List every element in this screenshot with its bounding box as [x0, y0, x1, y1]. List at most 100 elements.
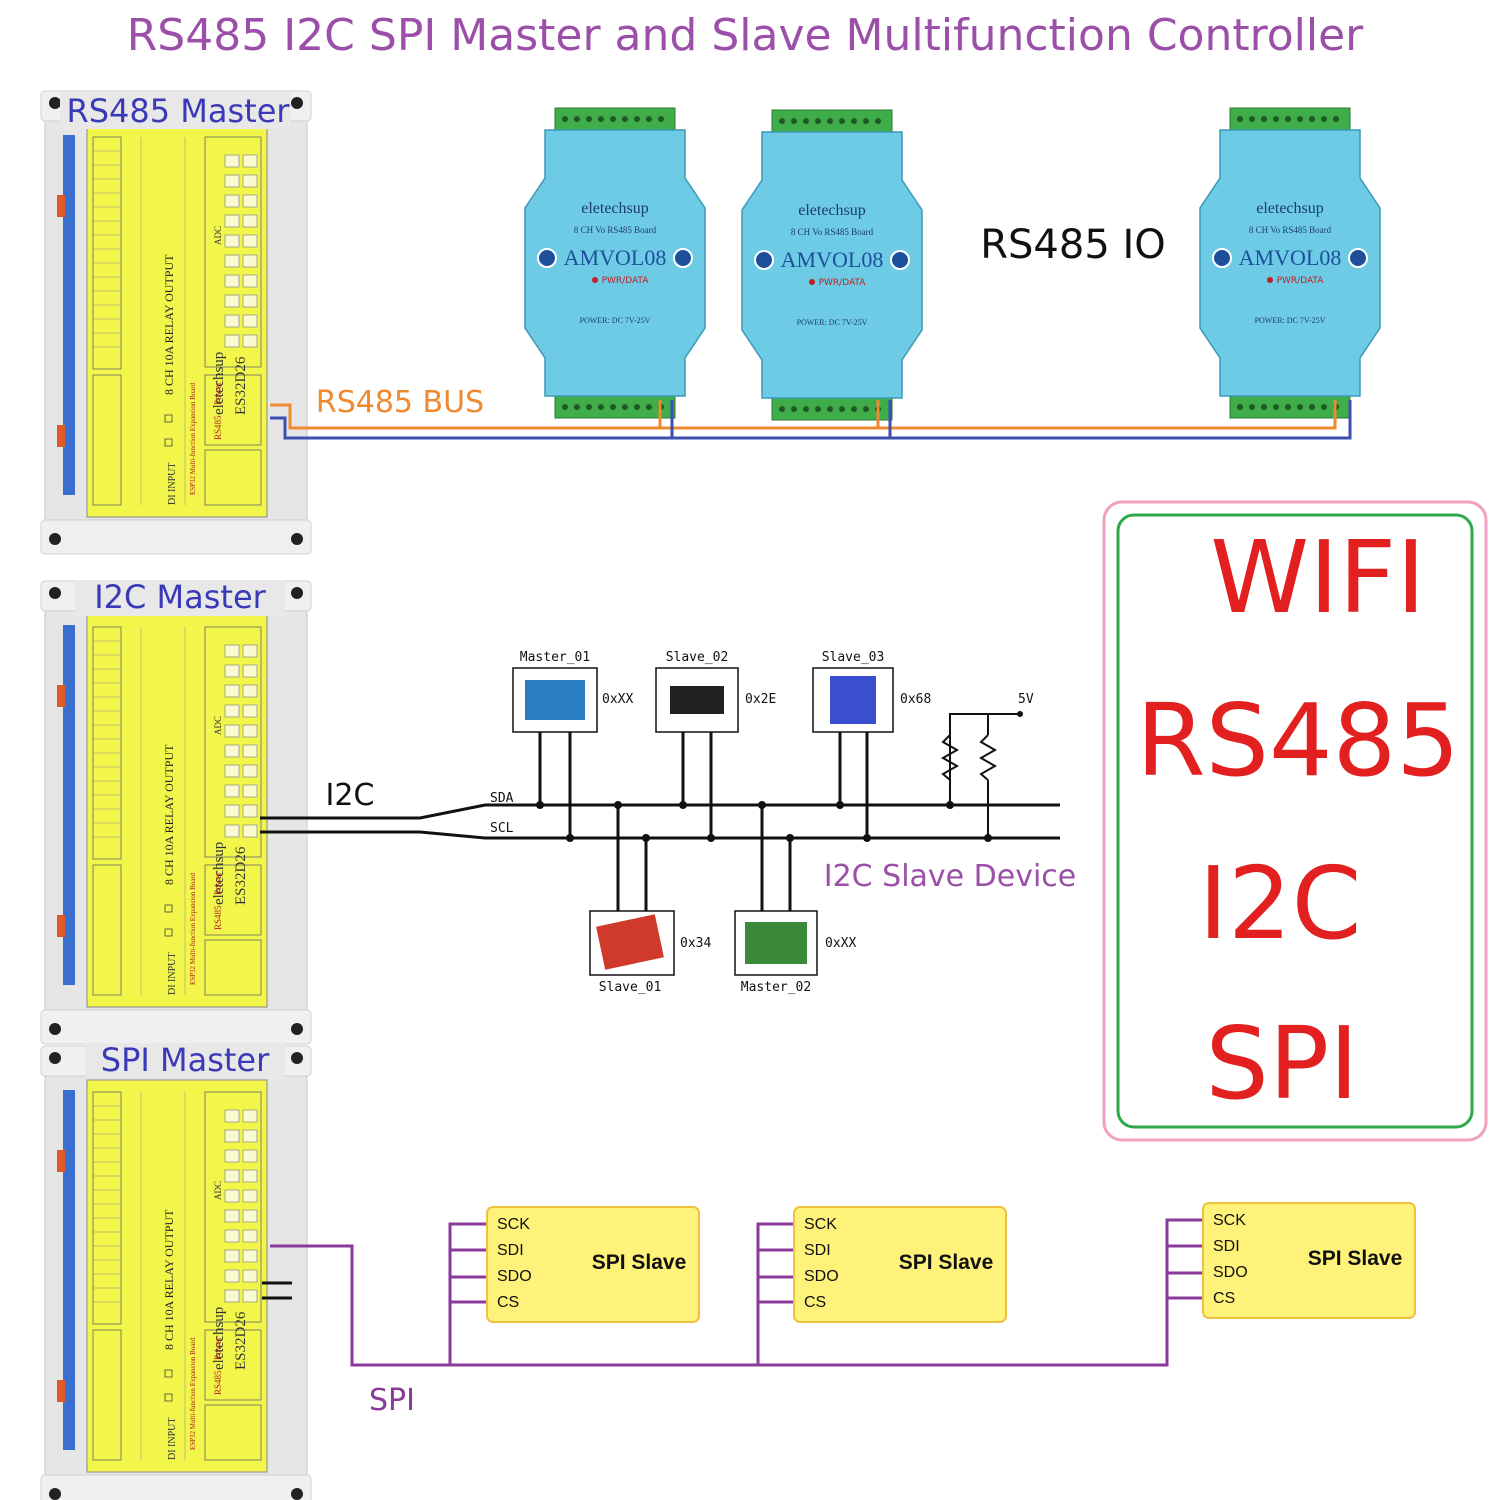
relay-board-name: 8 CH 10A RELAY OUTPUT — [162, 1209, 176, 1350]
feature-frame-outer — [1102, 500, 1488, 1142]
io-module-power: POWER: DC 7V-25V — [1255, 316, 1326, 325]
device-addr: 0xXX — [825, 936, 856, 951]
io-module-model: AMVOL08 — [1239, 245, 1342, 270]
device-addr: 0x34 — [680, 936, 711, 951]
i2c-device-master-02: 0xXX Master_02 — [734, 805, 856, 995]
relay-board-sub: ESP32 Multi-function Expansion Board — [189, 872, 197, 985]
io-module-model: AMVOL08 — [564, 245, 667, 270]
spi-pin-sdo: SDO — [497, 1268, 532, 1285]
spi-slave-2: SCK SDI SDO CS SPI Slave — [793, 1206, 1007, 1323]
feature-wifi: WIFI — [1210, 519, 1425, 636]
spi-pin-sck: SCK — [804, 1216, 837, 1233]
junction-dot — [984, 834, 992, 842]
io-module-led: PWR/DATA — [819, 278, 867, 288]
relay-board-brand: eletechsup — [211, 352, 227, 415]
rs485-master-board: eletechsup ES32D26 8 CH 10A RELAY OUTPUT… — [40, 90, 312, 555]
relay-board-rs485: RS485 — [213, 905, 223, 930]
io-module-desc: 8 CH Vo RS485 Board — [574, 225, 657, 235]
io-module-led: PWR/DATA — [1277, 276, 1325, 286]
label-bg — [85, 1043, 285, 1079]
i2c-device-slave-03: Slave_03 0x68 — [812, 650, 931, 838]
relay-board-model: ES32D26 — [233, 1311, 249, 1370]
spi-pin-sck: SCK — [1213, 1212, 1246, 1229]
relay-board-model: ES32D26 — [233, 846, 249, 905]
i2c-bus — [260, 803, 1060, 840]
label-bg — [75, 580, 285, 616]
device-addr: 0x68 — [900, 692, 931, 707]
relay-board-adc: ADC — [213, 716, 223, 735]
io-module-power: POWER: DC 7V-25V — [580, 316, 651, 325]
spi-pin-sck: SCK — [497, 1216, 530, 1233]
spi-pin-sdo: SDO — [1213, 1264, 1248, 1281]
i2c-label: I2C — [326, 778, 375, 813]
io-module-brand: eletechsup — [1256, 200, 1324, 217]
spi-pin-sdo: SDO — [804, 1268, 839, 1285]
spi-pin-cs: CS — [804, 1294, 826, 1311]
i2c-vcc-label: 5V — [1018, 692, 1034, 707]
io-module-brand: eletechsup — [581, 200, 649, 217]
feature-frame-inner — [1116, 513, 1474, 1129]
relay-board-rs485: RS485 — [213, 415, 223, 440]
i2c-pullup-resistors — [940, 713, 1020, 838]
relay-board-power: Power — [213, 872, 223, 895]
i2c-master-label: I2C Master — [94, 578, 266, 616]
spi-label: SPI — [369, 1383, 415, 1418]
device-name: Slave_02 — [666, 650, 729, 665]
spi-slave-title: SPI Slave — [1308, 1247, 1403, 1270]
device-name: Slave_03 — [822, 650, 885, 665]
io-module-desc: 8 CH Vo RS485 Board — [1249, 225, 1332, 235]
rs485-io-label: RS485 IO — [980, 222, 1166, 268]
rs485-master-label: RS485 Master — [66, 92, 290, 130]
label-bg — [60, 93, 290, 129]
relay-board-brand: eletechsup — [211, 1307, 227, 1370]
io-module-power: POWER: DC 7V-25V — [797, 318, 868, 327]
spi-pin-cs: CS — [1213, 1290, 1235, 1307]
spi-pin-sdi: SDI — [1213, 1238, 1240, 1255]
i2c-scl-label: SCL — [490, 821, 514, 836]
i2c-slave-device-label: I2C Slave Device — [824, 859, 1077, 894]
i2c-device-master-01: Master_01 0xXX — [512, 650, 633, 838]
relay-board-brand: eletechsup — [211, 842, 227, 905]
io-module-led: PWR/DATA — [602, 276, 650, 286]
relay-board-name: 8 CH 10A RELAY OUTPUT — [162, 744, 176, 885]
relay-board-input: DI INPUT — [167, 953, 178, 996]
spi-pin-sdi: SDI — [497, 1242, 524, 1259]
spi-pin-sdi: SDI — [804, 1242, 831, 1259]
relay-board-sub: ESP32 Multi-function Expansion Board — [189, 1337, 197, 1450]
device-addr: 0x2E — [745, 692, 776, 707]
i2c-sda-label: SDA — [490, 791, 514, 806]
io-module-3: eletechsup 8 CH Vo RS485 Board AMVOL08 P… — [1199, 107, 1381, 419]
device-addr: 0xXX — [602, 692, 633, 707]
spi-pin-cs: CS — [497, 1294, 519, 1311]
relay-board-name: 8 CH 10A RELAY OUTPUT — [162, 254, 176, 395]
relay-board-power: Power — [213, 382, 223, 405]
rs485-bus — [270, 400, 1352, 440]
spi-master-pins — [262, 1281, 292, 1300]
io-module-2: eletechsup 8 CH Vo RS485 Board AMVOL08 P… — [741, 109, 923, 421]
relay-board-model: ES32D26 — [233, 356, 249, 415]
spi-slave-1: SCK SDI SDO CS SPI Slave — [486, 1206, 700, 1323]
device-name: Master_02 — [741, 980, 811, 995]
i2c-junctions — [536, 801, 871, 842]
feature-rs485: RS485 — [1136, 682, 1460, 799]
rs485-bus-label: RS485 BUS — [316, 385, 484, 420]
spi-slave-title: SPI Slave — [899, 1251, 994, 1274]
relay-board-input: DI INPUT — [167, 463, 178, 506]
spi-master-board: eletechsup ES32D26 8 CH 10A RELAY OUTPUT… — [40, 1045, 312, 1500]
i2c-device-slave-01: 0x34 Slave_01 — [589, 805, 711, 995]
io-module-model: AMVOL08 — [781, 247, 884, 272]
spi-slave-3: SCK SDI SDO CS SPI Slave — [1202, 1202, 1416, 1319]
i2c-device-slave-02: Slave_02 0x2E — [655, 650, 776, 838]
relay-board-adc: ADC — [213, 226, 223, 245]
spi-master-label: SPI Master — [101, 1041, 270, 1079]
spi-bus — [270, 1218, 1203, 1367]
spi-slave-title: SPI Slave — [592, 1251, 687, 1274]
feature-i2c: I2C — [1199, 845, 1362, 962]
feature-spi: SPI — [1205, 1005, 1358, 1122]
device-name: Master_01 — [520, 650, 590, 665]
io-module-desc: 8 CH Vo RS485 Board — [791, 227, 874, 237]
relay-board-power: Power — [213, 1337, 223, 1360]
i2c-master-board: eletechsup ES32D26 8 CH 10A RELAY OUTPUT… — [40, 580, 312, 1045]
junction-dot — [946, 801, 954, 809]
